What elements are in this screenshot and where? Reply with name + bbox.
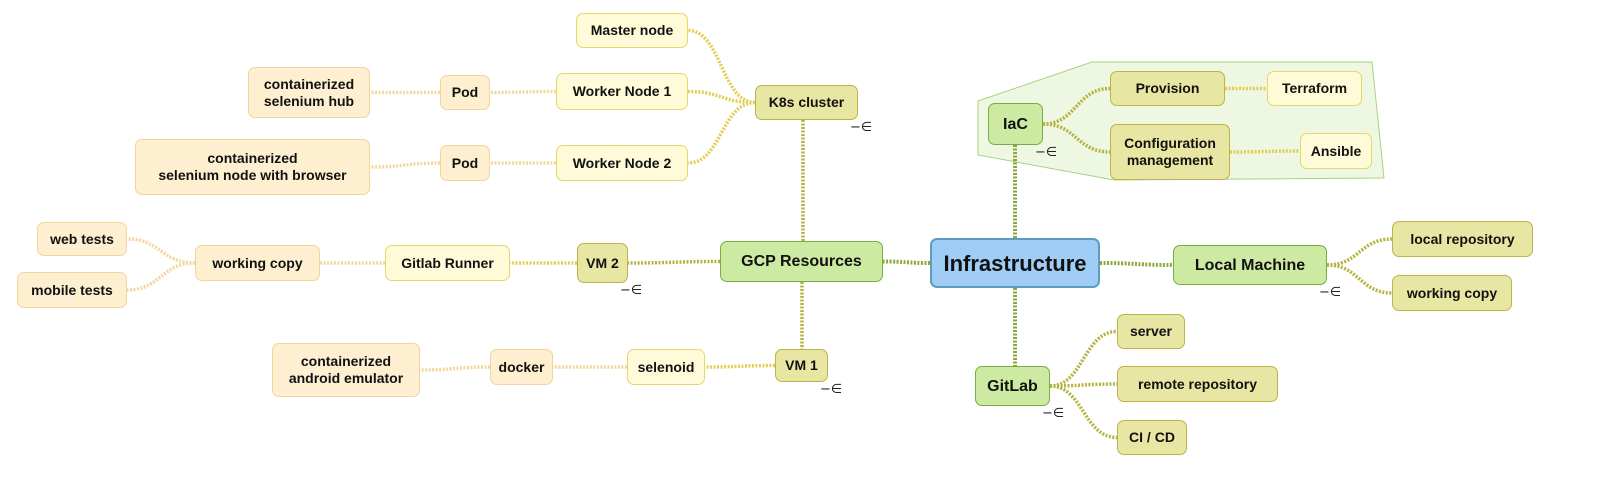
topic-docker[interactable]: docker	[490, 349, 553, 385]
topic-mobile[interactable]: mobile tests	[17, 272, 127, 308]
topic-iac[interactable]: IaC	[988, 103, 1043, 145]
connector-gitlab-remote	[1049, 382, 1118, 388]
topic-vm2[interactable]: VM 2	[577, 243, 628, 283]
topic-emu[interactable]: containerized android emulator	[272, 343, 420, 397]
connector-infra-local	[1099, 261, 1174, 267]
topic-gcp[interactable]: GCP Resources	[720, 241, 883, 282]
topic-snode[interactable]: containerized selenium node with browser	[135, 139, 370, 195]
topic-localwc[interactable]: working copy	[1392, 275, 1512, 311]
topic-gitlab[interactable]: GitLab	[975, 366, 1050, 406]
connector-pod2-snode	[369, 161, 441, 169]
topic-ansible[interactable]: Ansible	[1300, 133, 1372, 169]
topic-remote[interactable]: remote repository	[1117, 366, 1278, 402]
connector-config-ansible	[1229, 149, 1301, 154]
connector-wc-mobile	[126, 261, 196, 292]
topic-terraform[interactable]: Terraform	[1267, 71, 1362, 106]
connector-k8s-worker1	[687, 89, 756, 105]
topic-localrepo[interactable]: local repository	[1392, 221, 1533, 257]
topic-local[interactable]: Local Machine	[1173, 245, 1327, 285]
topic-hub[interactable]: containerized selenium hub	[248, 67, 370, 118]
topic-server[interactable]: server	[1117, 314, 1185, 349]
topic-config[interactable]: Configuration management	[1110, 124, 1230, 180]
topic-worker2[interactable]: Worker Node 2	[556, 145, 688, 181]
connector-vm1-selenoid	[704, 363, 776, 369]
topic-pod2[interactable]: Pod	[440, 145, 490, 181]
connector-local-localrepo	[1326, 237, 1393, 267]
collapse-icon[interactable]: −∈	[620, 283, 643, 298]
connector-iac-provision	[1042, 86, 1111, 126]
connector-k8s-worker2	[687, 100, 756, 165]
collapse-icon[interactable]: −∈	[1035, 145, 1058, 160]
topic-selenoid[interactable]: selenoid	[627, 349, 705, 385]
connector-wc-web	[126, 237, 196, 265]
connector-docker-emu	[419, 365, 491, 372]
connector-gcp-vm2	[627, 259, 721, 265]
topic-k8s[interactable]: K8s cluster	[755, 85, 858, 120]
collapse-icon[interactable]: −∈	[1042, 406, 1065, 421]
topic-provision[interactable]: Provision	[1110, 71, 1225, 106]
topic-web[interactable]: web tests	[37, 222, 127, 256]
topic-cicd[interactable]: CI / CD	[1117, 420, 1187, 455]
topic-pod1[interactable]: Pod	[440, 75, 490, 110]
topic-worker1[interactable]: Worker Node 1	[556, 73, 688, 110]
connector-gitlab-cicd	[1049, 384, 1118, 440]
topic-master[interactable]: Master node	[576, 13, 688, 48]
topic-infra[interactable]: Infrastructure	[930, 238, 1100, 288]
topic-runner[interactable]: Gitlab Runner	[385, 245, 510, 281]
collapse-icon[interactable]: −∈	[850, 120, 873, 135]
connector-iac-config	[1042, 122, 1111, 154]
connector-local-localwc	[1326, 263, 1393, 295]
connector-gitlab-server	[1049, 329, 1118, 388]
topic-wc[interactable]: working copy	[195, 245, 320, 281]
collapse-icon[interactable]: −∈	[820, 382, 843, 397]
collapse-icon[interactable]: −∈	[1319, 285, 1342, 300]
connector-worker1-pod1	[489, 89, 557, 95]
topic-vm1[interactable]: VM 1	[775, 349, 828, 382]
connector-k8s-master	[687, 28, 756, 105]
connector-infra-gcp	[882, 259, 931, 265]
